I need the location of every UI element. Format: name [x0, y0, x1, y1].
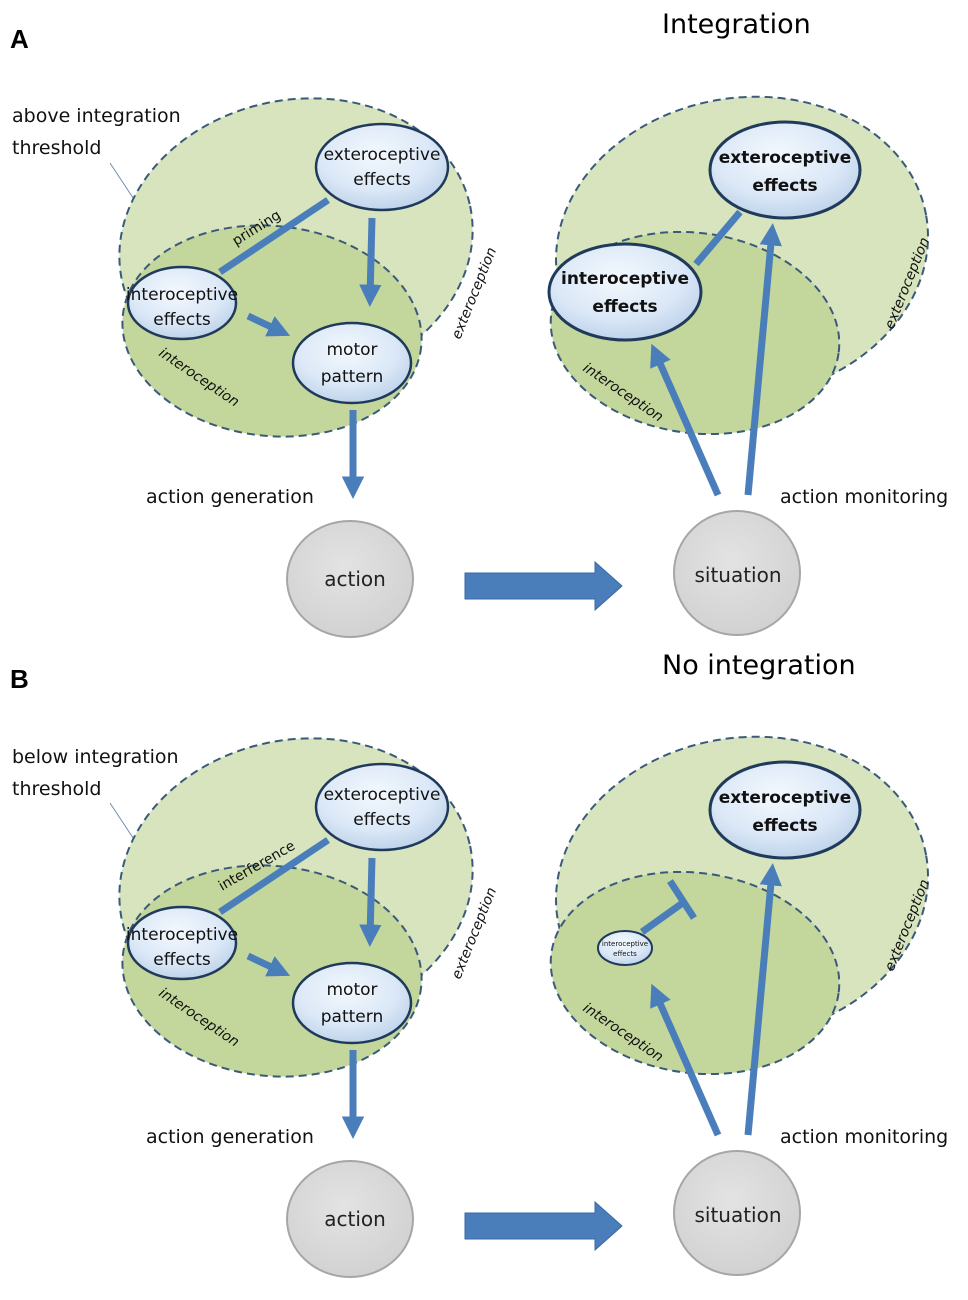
panel-a-exteroceptive-node: exteroceptive effects [314, 122, 450, 212]
panel-b-intero-to-motor-arrow [246, 952, 291, 977]
panel-a-exteroceptive-text2: effects [353, 170, 411, 190]
panel-b: B No integration below integration thres… [10, 650, 948, 1278]
panel-b-threshold-label-line1: below integration [12, 746, 179, 768]
panel-a-motor-pattern-node: motor pattern [291, 321, 413, 405]
panel-a-interoceptive-node: interoceptive effects [126, 265, 238, 341]
panel-a-motor-text2: pattern [321, 367, 383, 387]
panel-a-action-generation-label: action generation [146, 486, 314, 508]
panel-b-letter: B [10, 664, 29, 694]
panel-b-small-interoceptive-text2: effects [613, 950, 637, 958]
panel-b-interoceptive-node: interoceptive effects [126, 905, 238, 981]
panel-a-right-exteroceptive-text1: exteroceptive [719, 148, 852, 168]
panel-b-motor-text2: pattern [321, 1007, 383, 1027]
panel-a-right-exteroceptive-node: exteroceptive effects [708, 120, 862, 220]
panel-b-right-exteroceptive-text1: exteroceptive [719, 788, 852, 808]
panel-b-action-text: action [324, 1207, 386, 1231]
panel-a-exteroceptive-text1: exteroceptive [324, 145, 441, 165]
panel-b-small-interoceptive-node: interoceptive effects [597, 930, 653, 966]
panel-b-situation-to-extero-arrow [744, 863, 782, 1136]
panel-a-priming-link [218, 197, 330, 275]
panel-b-interoceptive-text1: interoceptive [126, 925, 238, 945]
panel-b-action-to-situation-arrow [464, 1200, 623, 1252]
panel-a-right-exteroceptive-text2: effects [752, 176, 817, 196]
panel-a-interoceptive-text2: effects [153, 310, 211, 330]
panel-b-interference-link [218, 837, 330, 915]
panel-b-extero-to-motor-arrow [359, 857, 382, 947]
panel-a-motor-text1: motor [326, 340, 377, 360]
panel-b-motor-pattern-node: motor pattern [291, 961, 413, 1045]
panel-b-interoceptive-text2: effects [153, 950, 211, 970]
panel-a-extero-to-motor-arrow [359, 217, 382, 307]
panel-b-exteroceptive-text1: exteroceptive [324, 785, 441, 805]
panel-b-exteroceptive-node: exteroceptive effects [314, 762, 450, 852]
panel-a-situation-to-intero-arrow [650, 343, 722, 497]
panel-b-situation-circle: situation [673, 1150, 801, 1276]
panel-a-situation-circle: situation [673, 510, 801, 636]
panel-a-threshold-label-line2: threshold [12, 137, 101, 159]
panel-b-action-monitoring-label: action monitoring [780, 1126, 948, 1148]
panel-a-right-integration-link [693, 209, 743, 267]
panel-b-action-generation-label: action generation [146, 1126, 314, 1148]
panel-a-action-to-situation-arrow [464, 560, 623, 612]
panel-a-action-circle: action [286, 520, 414, 638]
panel-a-right-interoceptive-text1: interoceptive [561, 269, 689, 289]
panel-a-threshold-label-line1: above integration [12, 105, 181, 127]
panel-b-threshold-label-line2: threshold [12, 778, 101, 800]
panel-a-right-interoceptive-text2: effects [592, 297, 657, 317]
panel-b-motor-text1: motor [326, 980, 377, 1000]
panel-a-letter: A [10, 24, 29, 54]
panel-b-right-exteroceptive-node: exteroceptive effects [708, 760, 862, 860]
panel-b-situation-to-intero-arrow [650, 983, 722, 1137]
panel-a-action-monitoring-label: action monitoring [780, 486, 948, 508]
panel-a-title: Integration [662, 9, 811, 40]
panel-a-situation-text: situation [694, 563, 781, 587]
panel-b-action-circle: action [286, 1160, 414, 1278]
panel-a-situation-to-extero-arrow [744, 223, 782, 496]
panel-b-right-exteroceptive-text2: effects [752, 816, 817, 836]
panel-a-interoceptive-text1: interoceptive [126, 285, 238, 305]
panel-b-situation-text: situation [694, 1203, 781, 1227]
panel-b-title: No integration [662, 650, 856, 681]
panel-b-inhibition-bar [667, 879, 697, 920]
panel-b-exteroceptive-text2: effects [353, 810, 411, 830]
panel-a: A Integration above integration threshol… [10, 9, 948, 638]
panel-b-inhibition-link [639, 899, 687, 935]
panel-a-intero-to-motor-arrow [246, 312, 291, 337]
panel-a-right-interoceptive-node: interoceptive effects [547, 242, 703, 342]
panel-b-small-interoceptive-text1: interoceptive [602, 940, 648, 948]
panel-a-action-text: action [324, 567, 386, 591]
